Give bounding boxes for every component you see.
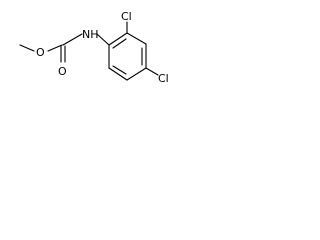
- bond-methyl-oxygen: [19, 44, 35, 52]
- oxygen-ester-label: O: [36, 46, 45, 59]
- ring-bond-4: [126, 67, 147, 81]
- ring-inner-bond-c: [112, 65, 127, 75]
- ring-bond-5: [108, 67, 128, 81]
- ring-bond-1: [108, 32, 128, 46]
- ring-inner-bond-a: [112, 38, 127, 49]
- bond-oxygen-carbonyl: [47, 44, 63, 52]
- molecule-diagram: O O NH Cl Cl: [19, 10, 169, 85]
- ring-bond-2: [126, 32, 147, 45]
- cl-ortho-label: Cl: [121, 10, 132, 23]
- oxygen-carbonyl-label: O: [58, 65, 67, 78]
- cl-para-label: Cl: [158, 72, 169, 85]
- bond-carbonyl-nitrogen: [62, 33, 83, 46]
- bond-ring-cl-para: [145, 67, 159, 76]
- nh-label: NH: [82, 28, 99, 41]
- structure-canvas: O O NH Cl Cl: [0, 0, 202, 109]
- bond-nitrogen-ring: [96, 33, 110, 46]
